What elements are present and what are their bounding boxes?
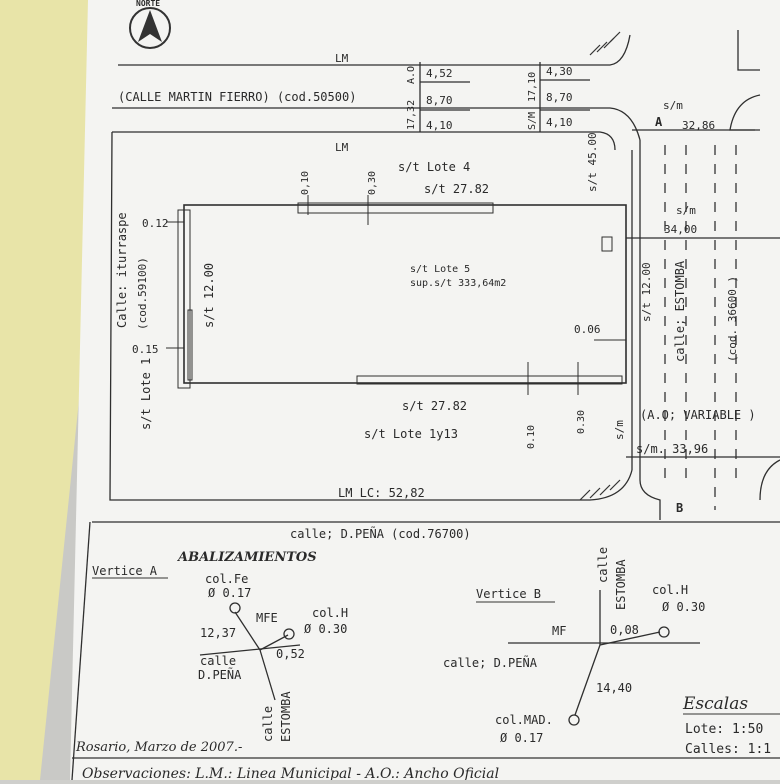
top-dim-a: 0,10 <box>300 171 311 195</box>
vertex-a-street-1: calle <box>200 654 236 668</box>
street-lines-top <box>112 34 641 151</box>
lm-top-label: LM <box>335 52 349 65</box>
bottom-street-lines <box>71 521 780 781</box>
escala-calles: Calles: 1:1 <box>685 742 771 757</box>
col-h-label-a: col.H <box>312 606 348 620</box>
right-width-3: 4,10 <box>546 116 573 129</box>
vertex-b-dist-2: 14,40 <box>596 681 632 695</box>
escala-lote: Lote: 1:50 <box>685 722 763 737</box>
vertex-a-label: Vertice A <box>92 564 158 578</box>
left-width-1: 4,52 <box>426 67 453 80</box>
vertex-b-street-1b: ESTOMBA <box>614 559 628 610</box>
left-ao-label: A.O <box>406 66 417 84</box>
vertex-a-street-2: calle <box>261 706 275 742</box>
vertex-b-street-2: calle; D.PEÑA <box>443 655 538 670</box>
vertex-b-label: Vertice B <box>476 587 541 601</box>
right-width-1: 4,30 <box>546 65 573 78</box>
col-mad-label: col.MAD. <box>495 713 553 727</box>
observaciones: Observaciones: L.M.: Linea Municipal - A… <box>82 766 499 780</box>
right-street-ao: (A.O; VARIABLE ) <box>640 408 756 422</box>
vertex-b-marker: B <box>676 501 683 515</box>
vertex-a-marker: A <box>655 115 663 129</box>
right-length: s/t 12.00 <box>640 262 653 322</box>
lm-lc-label: LM LC: 52,82 <box>338 486 425 500</box>
right-sm-top: s/m <box>663 99 683 112</box>
bottom-sm-label: s/m <box>613 420 626 440</box>
lot-5-outline <box>166 195 627 395</box>
right-total: 17,10 <box>527 72 538 102</box>
vertex-a-dist-1: 12,37 <box>200 626 236 640</box>
vertex-b-dist-1: 0,08 <box>610 623 639 637</box>
lote-1y13-label: s/t Lote 1y13 <box>364 427 458 441</box>
left-street-label: Calle: iturraspe <box>115 212 129 328</box>
right-sm-bottom: s/m. 33,96 <box>636 442 708 456</box>
mf-label: MF <box>552 624 566 638</box>
place-date: Rosario, Marzo de 2007.- <box>75 740 242 755</box>
lote-4-label: s/t Lote 4 <box>398 160 470 174</box>
col-h-label-b: col.H <box>652 583 688 597</box>
bottom-length: s/t 27.82 <box>402 399 467 413</box>
hatch-bottom-right <box>579 479 621 501</box>
right-street-code: (cod. 36600 ) <box>726 276 739 362</box>
left-offset-bottom: 0.15 <box>132 343 159 356</box>
block-outline <box>109 131 633 501</box>
right-sm-mid: s/m <box>676 204 696 217</box>
street-martin-fierro: (CALLE MARTIN FIERRO) (cod.50500) <box>118 90 356 104</box>
col-mad-diameter: Ø 0.17 <box>500 731 543 745</box>
right-street-lines <box>626 30 780 520</box>
right-street-dashes <box>664 145 737 510</box>
col-h-diameter-a: Ø 0.30 <box>304 622 347 636</box>
vertex-b-street-1: calle <box>596 547 610 583</box>
vertex-a-dist-2: 0,52 <box>276 647 305 661</box>
vertex-a-street-2b: ESTOMBA <box>279 691 293 742</box>
left-width-2: 8,70 <box>426 94 453 107</box>
col-h-diameter-b: Ø 0.30 <box>662 600 705 614</box>
hatch-top-right <box>589 31 621 56</box>
left-lote-label: s/t Lote 1 <box>139 358 153 430</box>
left-offset-top: 0.12 <box>142 217 169 230</box>
bottom-dim-a: 0.10 <box>526 425 537 449</box>
top-length: s/t 27.82 <box>424 182 489 196</box>
lote-5-label: s/t Lote 5 <box>410 264 470 275</box>
mfe-label: MFE <box>256 611 278 625</box>
paper-page <box>70 0 780 780</box>
right-sm-top-value: 32,86 <box>682 119 715 132</box>
north-label: NORTE <box>136 0 160 8</box>
right-width-2: 8,70 <box>546 91 573 104</box>
vertex-a-street-1b: D.PEÑA <box>198 667 242 682</box>
escalas-title: Escalas <box>682 694 748 714</box>
bottom-dim-b: 0.30 <box>576 410 587 434</box>
left-street-code: (cod.59100) <box>136 257 149 330</box>
right-sm-label: S/M <box>527 112 538 130</box>
left-total: 17,32 <box>406 100 417 130</box>
abalizamientos-title: ABALIZAMIENTOS <box>176 550 317 565</box>
top-dim-b: 0,30 <box>367 171 378 195</box>
right-top-length: s/t 45.00 <box>586 132 599 192</box>
right-street-name: calle; ESTOMBA <box>673 260 687 362</box>
col-fe-diameter: Ø 0.17 <box>208 586 251 600</box>
vertex-a-diagram <box>199 602 301 701</box>
north-arrow-icon: NORTE <box>129 0 171 49</box>
vertex-b-diagram <box>508 590 700 726</box>
left-width-3: 4,10 <box>426 119 453 132</box>
right-offset: 0.06 <box>574 323 601 336</box>
lm-inner-label: LM <box>335 141 349 154</box>
right-street-width: 34,00 <box>664 223 697 236</box>
left-length: s/t 12.00 <box>202 263 216 328</box>
bottom-street-label: calle; D.PEÑA (cod.76700) <box>290 526 471 541</box>
lot-area: sup.s/t 333,64m2 <box>410 278 506 289</box>
col-fe-label: col.Fe <box>205 572 248 586</box>
